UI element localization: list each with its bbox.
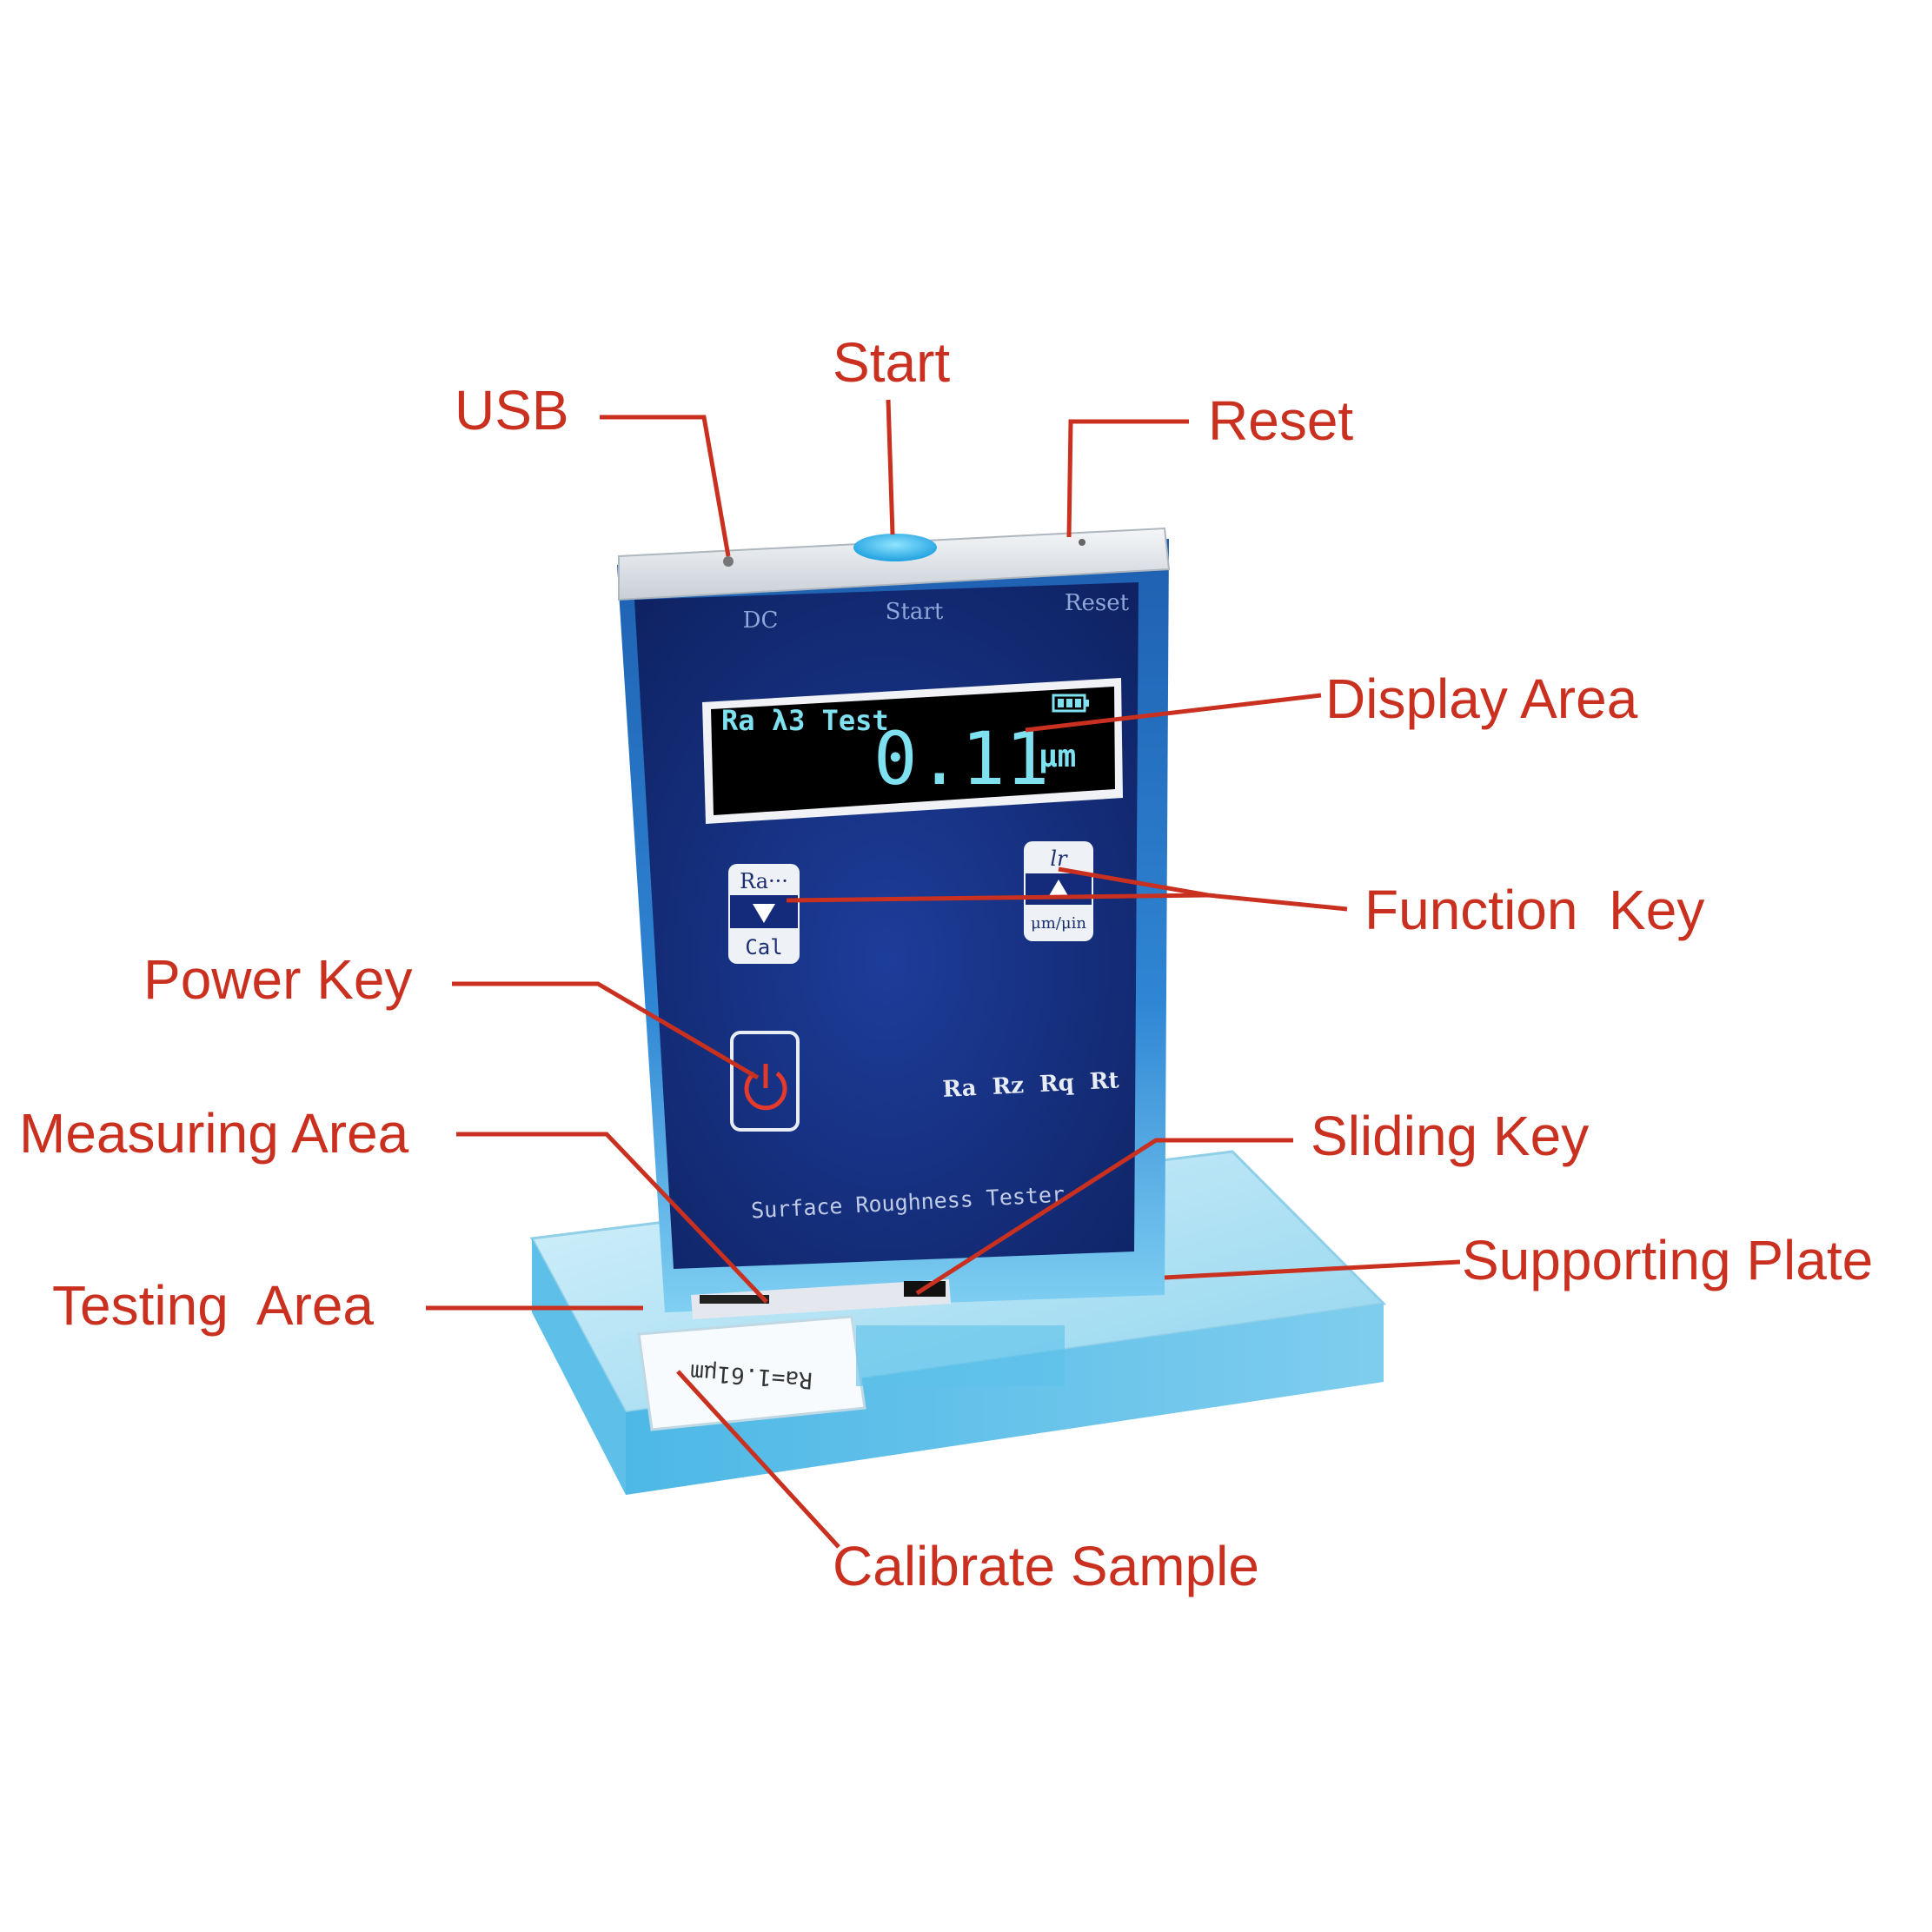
callout-power-key: Power Key: [143, 948, 413, 1011]
start-button[interactable]: [853, 534, 937, 561]
display-screen: Ra λ3 Test 0.11 μm: [702, 678, 1123, 824]
leader-lines: [426, 399, 1461, 1549]
callout-display-area: Display Area: [1325, 667, 1638, 730]
callout-calibrate-sample: Calibrate Sample: [833, 1535, 1259, 1597]
leader-function-left: [786, 893, 1209, 903]
callout-sliding-key: Sliding Key: [1311, 1105, 1590, 1167]
callout-reset: Reset: [1208, 389, 1354, 452]
calibrate-sample: Ra=1.61μm: [637, 1315, 1065, 1431]
left-key-top: Ra···: [740, 869, 788, 893]
leader-power: [452, 981, 760, 1080]
screen-unit: μm: [1039, 739, 1076, 774]
battery-icon: [1052, 694, 1089, 713]
callout-function-key: Function Key: [1364, 879, 1705, 941]
screen-value: 0.11: [873, 716, 1049, 801]
leader-start: [886, 399, 895, 535]
callout-measuring-area: Measuring Area: [19, 1102, 409, 1165]
callout-usb: USB: [455, 379, 569, 442]
leader-usb: [600, 415, 731, 557]
power-key[interactable]: [730, 1031, 800, 1132]
screen-mode: Ra λ3 Test: [721, 704, 889, 737]
leader-display: [1025, 693, 1322, 733]
leader-measuring: [456, 1132, 768, 1304]
callout-supporting-plate: Supporting Plate: [1462, 1229, 1874, 1291]
start-label: Start: [886, 599, 944, 625]
usb-port: [723, 556, 734, 567]
leader-sliding: [915, 1138, 1293, 1296]
power-icon: [744, 1064, 787, 1111]
function-key-right[interactable]: lr μm/μin: [1024, 841, 1093, 941]
top-cap: [618, 527, 1171, 601]
right-key-bottom: μm/μin: [1031, 914, 1086, 933]
callout-testing-area: Testing Area: [52, 1274, 374, 1337]
right-key-top: lr: [1050, 846, 1068, 871]
down-arrow-icon: [753, 904, 775, 923]
up-arrow-icon: [1047, 880, 1070, 899]
leader-calibrate: [676, 1370, 840, 1549]
left-key-bottom: Cal: [745, 935, 782, 959]
leader-supporting: [1164, 1259, 1461, 1280]
function-key-left[interactable]: Ra··· Cal: [728, 864, 800, 964]
reset-hole: [1079, 539, 1086, 546]
callout-start: Start: [833, 331, 951, 394]
dc-label: DC: [743, 607, 779, 634]
tester-device: DC Start Reset Ra λ3 Test 0.11 μm Ra··· …: [617, 527, 1171, 1319]
reset-label: Reset: [1065, 590, 1130, 616]
leader-reset: [1066, 419, 1189, 538]
